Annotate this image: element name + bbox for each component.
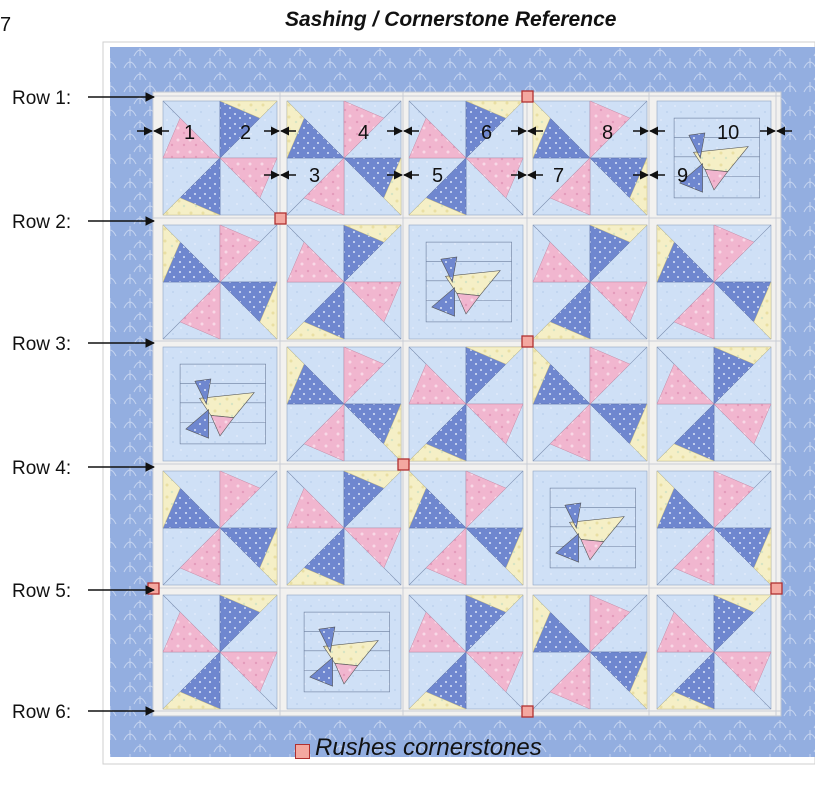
sashing-number: 8 — [602, 122, 613, 144]
diagram-title: Sashing / Cornerstone Reference — [285, 8, 617, 31]
cornerstone — [770, 582, 783, 595]
bird-block — [286, 594, 402, 710]
pinwheel-block — [286, 470, 402, 586]
pinwheel-block — [408, 100, 524, 216]
sashing-number: 4 — [358, 122, 369, 144]
row-label: Row 3: — [12, 334, 71, 355]
pinwheel-block — [162, 100, 278, 216]
row-label: Row 5: — [12, 581, 71, 602]
cornerstone — [521, 90, 534, 103]
sashing-number: 10 — [717, 122, 739, 144]
pinwheel-block — [532, 346, 648, 462]
pinwheel-block — [408, 594, 524, 710]
row-label: Row 1: — [12, 88, 71, 109]
pinwheel-block — [656, 470, 772, 586]
sashing-number: 5 — [432, 165, 443, 187]
cornerstone — [521, 335, 534, 348]
sashing-number: 7 — [553, 165, 564, 187]
quilt-blocks — [162, 100, 772, 710]
legend-label: Rushes cornerstones — [315, 734, 542, 761]
row-labels: Row 1: Row 2: Row 3: Row 4: Row 5: Row 6: — [12, 88, 155, 723]
pinwheel-block — [532, 100, 648, 216]
page-number: 7 — [0, 14, 12, 36]
sashing-grid — [152, 92, 781, 716]
sashing-number: 6 — [481, 122, 492, 144]
sashing-number: 1 — [184, 122, 195, 144]
pinwheel-block — [656, 594, 772, 710]
pinwheel-block — [656, 346, 772, 462]
pinwheel-block — [408, 346, 524, 462]
pinwheel-block — [656, 224, 772, 340]
pinwheel-block — [286, 346, 402, 462]
cornerstone — [521, 705, 534, 718]
pinwheel-block — [286, 224, 402, 340]
bird-block — [656, 100, 772, 216]
legend: Rushes cornerstones — [295, 734, 542, 762]
row-label: Row 2: — [12, 212, 71, 233]
pinwheel-block — [532, 224, 648, 340]
pinwheel-block — [162, 470, 278, 586]
row-label: Row 6: — [12, 702, 71, 723]
pinwheel-block — [532, 594, 648, 710]
sashing-number: 3 — [309, 165, 320, 187]
bird-block — [532, 470, 648, 586]
pinwheel-block — [286, 100, 402, 216]
legend-swatch — [295, 743, 310, 759]
sashing-number: 9 — [677, 165, 688, 187]
row-label: Row 4: — [12, 458, 71, 479]
cornerstone — [397, 458, 410, 471]
cornerstone — [147, 582, 160, 595]
bird-block — [408, 224, 524, 340]
pinwheel-block — [162, 224, 278, 340]
sashing-number: 2 — [240, 122, 251, 144]
bird-block — [162, 346, 278, 462]
cornerstone — [274, 212, 287, 225]
pinwheel-block — [162, 594, 278, 710]
pinwheel-block — [408, 470, 524, 586]
sashing-markers: 1 2 3 4 5 6 7 8 9 10 — [137, 122, 792, 187]
